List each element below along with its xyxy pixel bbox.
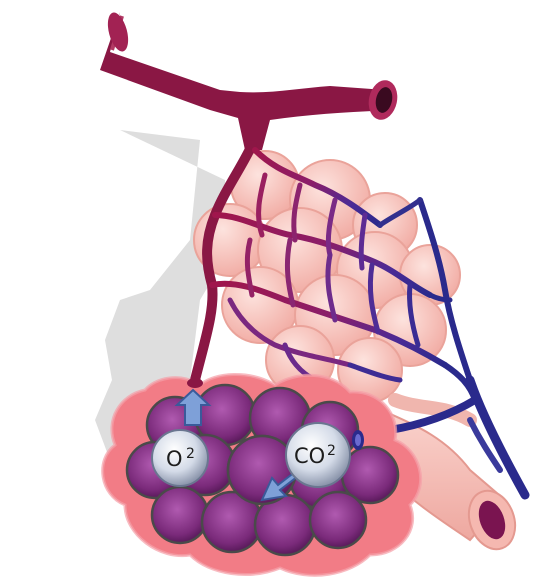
oxygen-subscript: 2	[186, 446, 195, 462]
arteriole-end	[187, 378, 203, 388]
carbon-dioxide-subscript: 2	[327, 443, 336, 459]
carbon-dioxide-bubble: CO 2	[286, 423, 350, 487]
pulmonary-artery	[100, 10, 401, 150]
oxygen-label: O	[166, 447, 183, 471]
carbon-dioxide-label: CO	[294, 444, 325, 468]
venule-end	[352, 430, 364, 450]
oxygen-bubble: O 2	[152, 430, 208, 486]
